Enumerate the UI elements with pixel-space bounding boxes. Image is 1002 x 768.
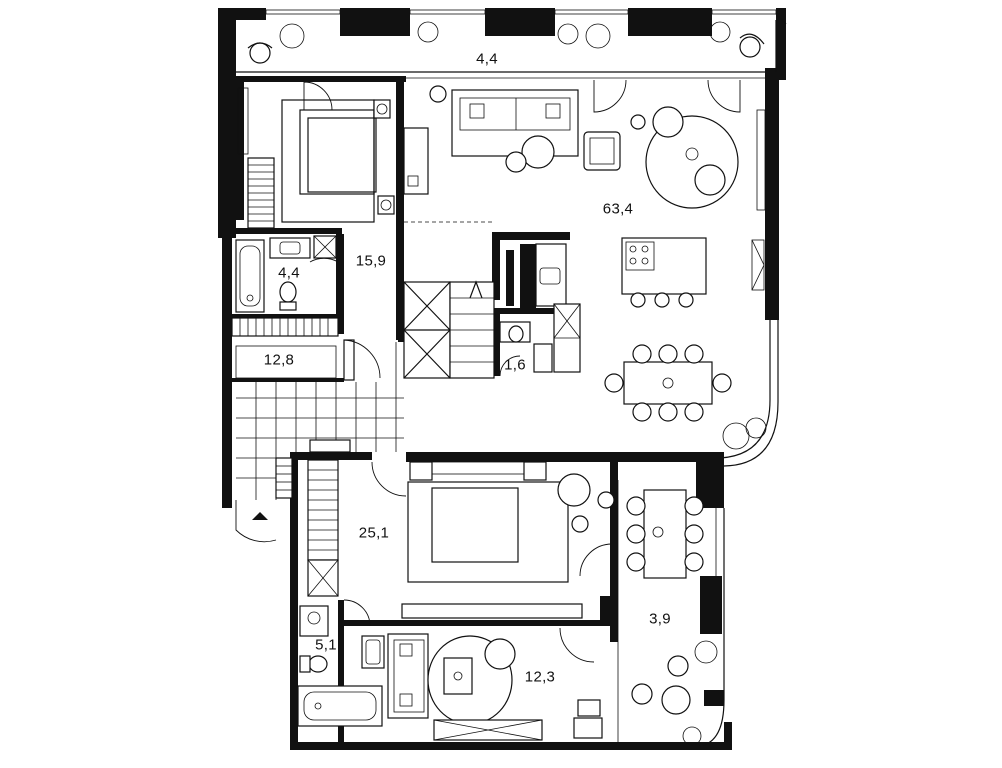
kitchen-units (499, 243, 581, 377)
area-label-study: 12,3 (524, 668, 556, 686)
entrance (235, 500, 277, 543)
staircase (403, 221, 495, 379)
area-label-terrace: 4,4 (476, 50, 498, 68)
area-label-living: 63,4 (602, 200, 634, 218)
balcony-edge (699, 508, 725, 747)
area-label-bedroom-1: 15,9 (355, 252, 387, 270)
living-curved-wall (719, 109, 779, 470)
bedroom-1-furniture (237, 81, 429, 229)
area-label-bath-1: 4,4 (278, 264, 300, 282)
exterior-walls (218, 8, 787, 508)
bath-1-fixtures (235, 235, 339, 313)
area-label-bath-2: 5,1 (315, 636, 337, 654)
area-label-bedroom-2: 25,1 (358, 524, 390, 542)
area-label-wc: 1,6 (504, 356, 526, 374)
balcony-furniture (617, 480, 718, 746)
area-label-balcony: 3,9 (649, 610, 671, 628)
bedroom-2-furniture (307, 459, 615, 619)
area-label-hall: 12,8 (263, 351, 295, 369)
hall-floor-grid (236, 342, 404, 500)
bath-2-fixtures (297, 599, 385, 727)
terrace-furniture (247, 21, 765, 64)
living-furniture (429, 79, 767, 450)
hall-fixtures (231, 317, 381, 381)
study-furniture (387, 627, 603, 741)
interior-walls (232, 76, 732, 750)
